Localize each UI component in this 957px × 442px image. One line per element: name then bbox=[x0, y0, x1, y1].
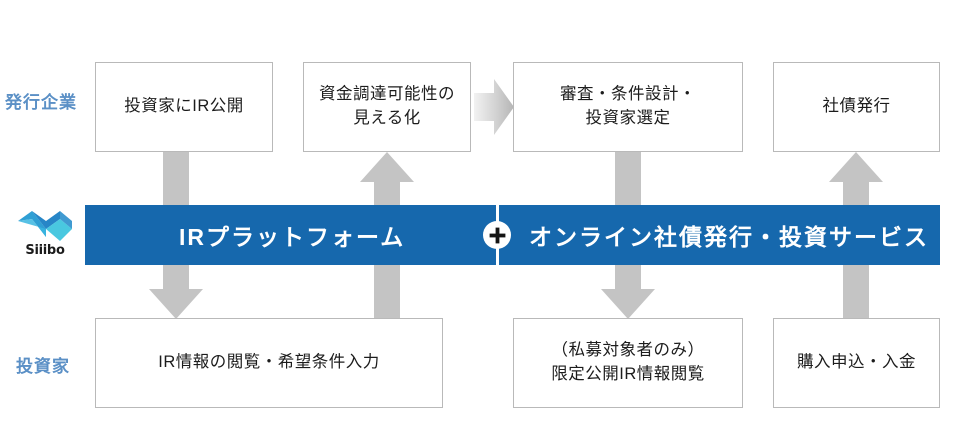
siiibo-logo: Siiibo bbox=[14, 202, 76, 264]
plus-icon bbox=[483, 221, 511, 249]
box-line: 資金調達可能性の bbox=[319, 85, 455, 104]
platform-bar-left-label: IRプラットフォーム bbox=[179, 224, 406, 250]
box-line: IR情報の閲覧・希望条件入力 bbox=[158, 353, 380, 372]
box-line: 審査・条件設計・ bbox=[560, 85, 696, 104]
arrow-up-2-head bbox=[360, 152, 414, 182]
box-bond-issue[interactable]: 社債発行 bbox=[773, 62, 940, 152]
row-label-issuer: 発行企業 bbox=[5, 93, 77, 112]
arrow-up-2-shaft-upper bbox=[374, 182, 400, 208]
box-screening[interactable]: 審査・条件設計・ 投資家選定 bbox=[513, 62, 743, 152]
box-ir-disclosure[interactable]: 投資家にIR公開 bbox=[95, 62, 273, 152]
box-ir-browse[interactable]: IR情報の閲覧・希望条件入力 bbox=[95, 318, 443, 408]
box-line: 購入申込・入金 bbox=[797, 353, 916, 372]
box-line: 見える化 bbox=[353, 109, 421, 127]
arrow-down-3-shaft-upper bbox=[615, 152, 641, 207]
box-limited-ir-text: （私募対象者のみ） 限定公開IR情報閲覧 bbox=[551, 339, 705, 387]
box-bond-issue-text: 社債発行 bbox=[823, 95, 891, 119]
box-line: 限定公開IR情報閲覧 bbox=[551, 365, 705, 383]
arrow-up-4-shaft-upper bbox=[843, 182, 869, 208]
box-screening-text: 審査・条件設計・ 投資家選定 bbox=[560, 83, 696, 131]
box-line: （私募対象者のみ） bbox=[551, 341, 705, 360]
arrow-right-icon bbox=[474, 79, 514, 135]
arrow-down-3-shaft-lower bbox=[615, 263, 641, 291]
box-line: 投資家選定 bbox=[585, 109, 671, 127]
arrow-up-2-shaft-lower bbox=[374, 263, 400, 319]
siiibo-zigzag-icon bbox=[18, 211, 72, 241]
arrow-down-1-head bbox=[149, 289, 203, 319]
box-ir-browse-text: IR情報の閲覧・希望条件入力 bbox=[158, 351, 380, 375]
arrow-down-1-shaft-lower bbox=[163, 263, 189, 291]
arrow-up-4-head bbox=[829, 152, 883, 182]
siiibo-wordmark: Siiibo bbox=[25, 243, 65, 258]
arrow-up-4-shaft-lower bbox=[843, 263, 869, 319]
box-limited-ir[interactable]: （私募対象者のみ） 限定公開IR情報閲覧 bbox=[513, 318, 743, 408]
row-label-investor: 投資家 bbox=[16, 357, 70, 376]
box-funding-visible-text: 資金調達可能性の 見える化 bbox=[319, 83, 455, 131]
box-purchase-text: 購入申込・入金 bbox=[797, 351, 916, 375]
platform-bar: IRプラットフォーム オンライン社債発行・投資サービス bbox=[85, 199, 940, 271]
box-funding-visible[interactable]: 資金調達可能性の 見える化 bbox=[303, 62, 471, 152]
box-ir-disclosure-text: 投資家にIR公開 bbox=[124, 95, 244, 119]
arrow-down-1-shaft-upper bbox=[163, 152, 189, 207]
platform-bar-right-label: オンライン社債発行・投資サービス bbox=[529, 224, 929, 250]
box-line: 社債発行 bbox=[822, 97, 891, 116]
box-line: 投資家にIR公開 bbox=[124, 97, 244, 116]
box-purchase[interactable]: 購入申込・入金 bbox=[773, 318, 940, 408]
arrow-down-3-head bbox=[601, 289, 655, 319]
